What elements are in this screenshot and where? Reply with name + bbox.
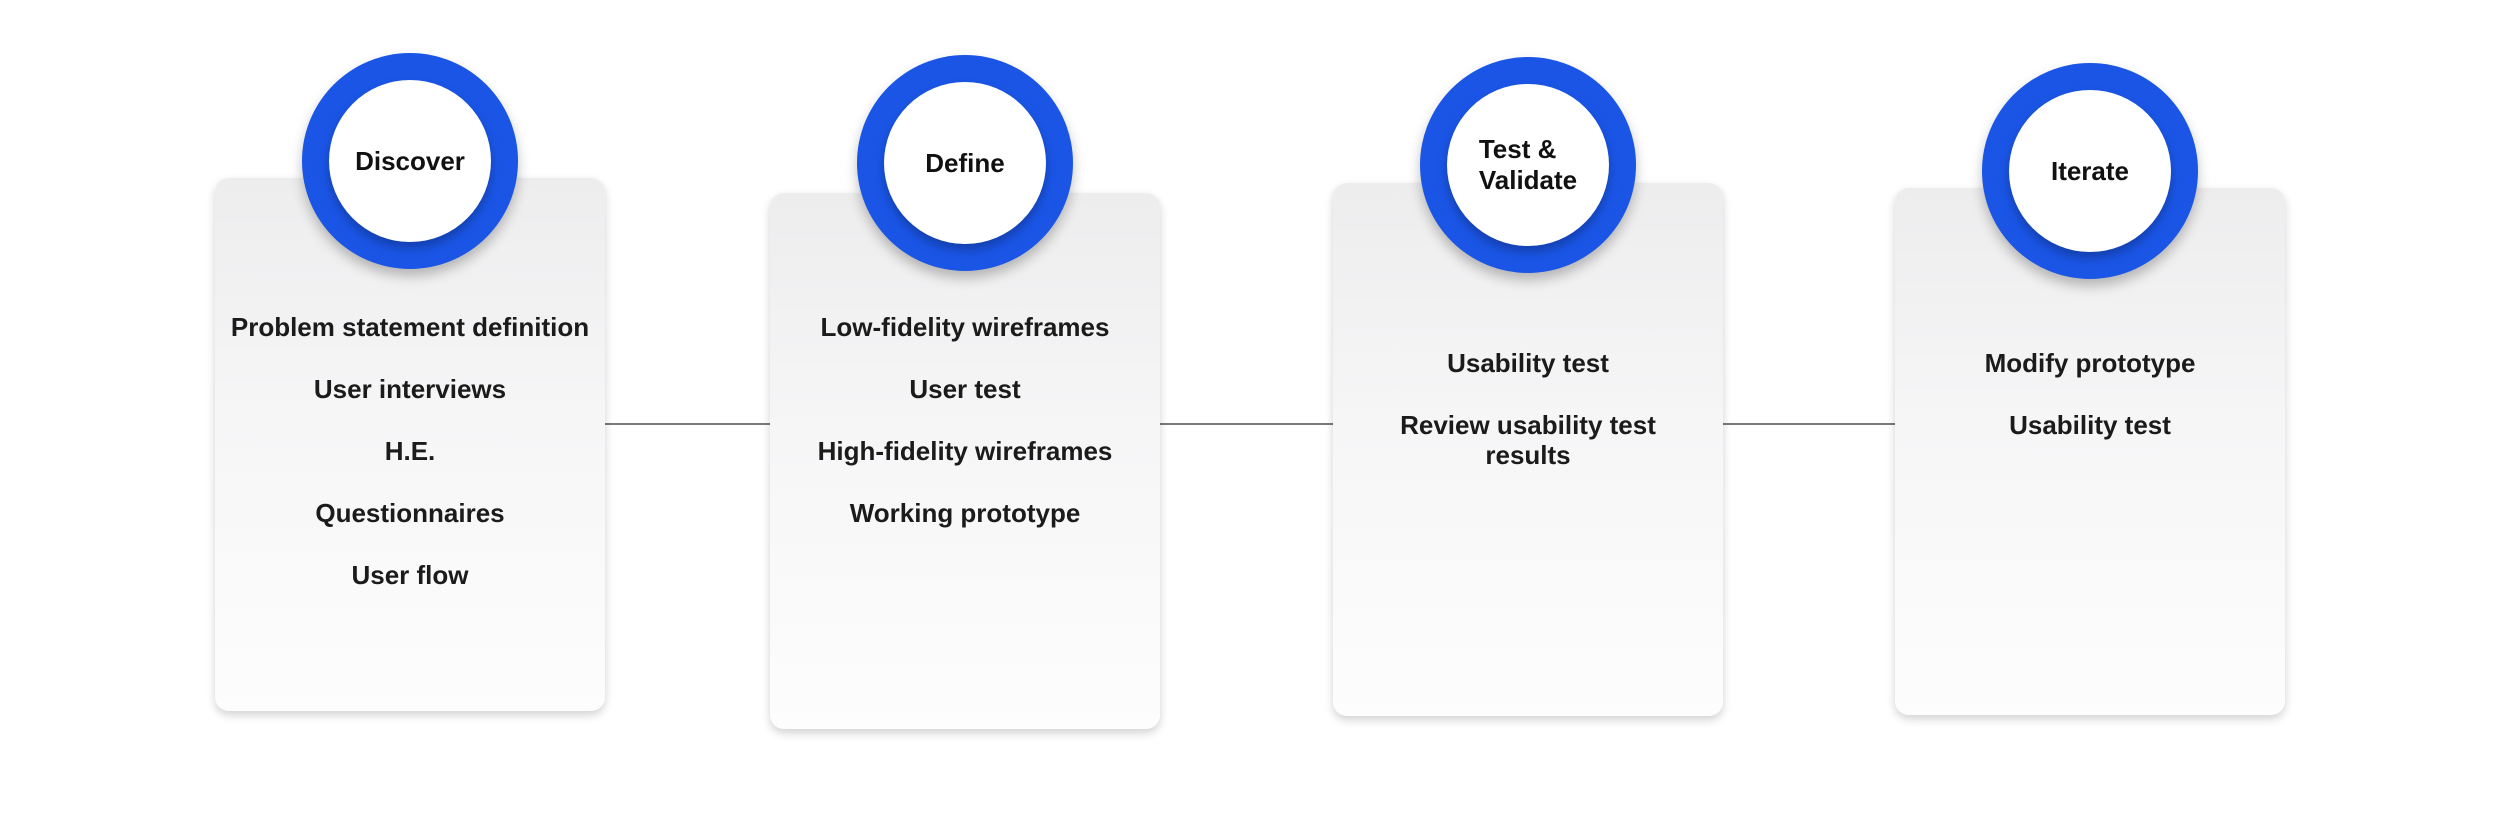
stage-item: Usability test <box>2009 410 2171 440</box>
stage-item: Modify prototype <box>1984 348 2196 378</box>
stage-label: Test & Validate <box>1478 134 1578 195</box>
stage-item: Review usability test results <box>1400 410 1656 470</box>
stage-item: User test <box>909 374 1021 404</box>
stage-badge-inner-circle: Discover <box>329 80 491 242</box>
stage-item: High-fidelity wireframes <box>817 436 1113 466</box>
stage-label: Iterate <box>2050 155 2130 186</box>
stage-badge-inner-circle: Test & Validate <box>1447 84 1609 246</box>
stage-label: Define <box>925 147 1005 178</box>
stage-badge-circle: Define <box>857 55 1073 271</box>
stage-item: H.E. <box>384 436 436 466</box>
stage-badge-inner-circle: Define <box>884 82 1046 244</box>
connector-line-1 <box>605 423 770 425</box>
connector-line-2 <box>1160 423 1333 425</box>
stage-item: User interviews <box>313 374 507 404</box>
stage-item: Low-fidelity wireframes <box>820 312 1110 342</box>
stage-label: Discover <box>355 145 465 176</box>
stage-badge-circle: Test & Validate <box>1420 57 1636 273</box>
stage-item: Questionnaires <box>315 498 505 528</box>
stage-badge-circle: Iterate <box>1982 63 2198 279</box>
stage-item: Usability test <box>1447 348 1609 378</box>
stage-badge-circle: Discover <box>302 53 518 269</box>
stage-item: User flow <box>351 560 469 590</box>
stage-badge-inner-circle: Iterate <box>2009 90 2171 252</box>
connector-line-3 <box>1723 423 1895 425</box>
stage-item: Problem statement definition <box>230 312 590 342</box>
stage-item: Working prototype <box>849 498 1081 528</box>
